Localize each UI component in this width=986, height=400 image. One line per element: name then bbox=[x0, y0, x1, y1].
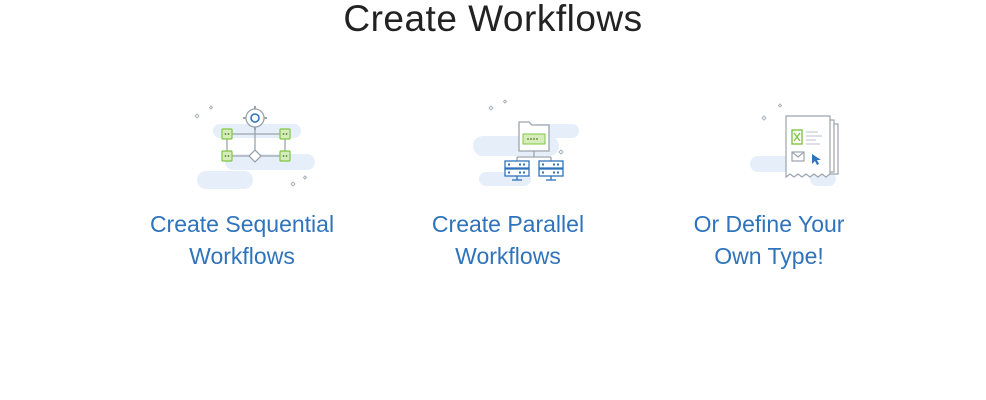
create-parallel-workflows-link[interactable]: Create Parallel Workflows bbox=[388, 208, 628, 272]
feature-label-line1: Create Parallel bbox=[431, 211, 585, 237]
sequential-workflow-icon bbox=[194, 105, 315, 189]
create-sequential-workflows-link[interactable]: Create Sequential Workflows bbox=[122, 208, 362, 272]
feature-custom-type[interactable]: Or Define Your Own Type! bbox=[649, 96, 889, 272]
feature-label-line1: Create Sequential bbox=[149, 211, 335, 237]
feature-label-line2: Workflows bbox=[455, 243, 561, 269]
parallel-workflow-icon bbox=[473, 99, 579, 186]
feature-label-line2: Own Type! bbox=[714, 243, 824, 269]
feature-label-line1: Or Define Your bbox=[693, 211, 845, 237]
page-title: Create Workflows bbox=[343, 0, 643, 39]
define-own-type-link[interactable]: Or Define Your Own Type! bbox=[649, 208, 889, 272]
feature-label-line2: Workflows bbox=[189, 243, 295, 269]
feature-parallel[interactable]: Create Parallel Workflows bbox=[388, 96, 628, 272]
feature-sequential[interactable]: Create Sequential Workflows bbox=[122, 96, 362, 272]
custom-document-icon bbox=[750, 103, 839, 186]
